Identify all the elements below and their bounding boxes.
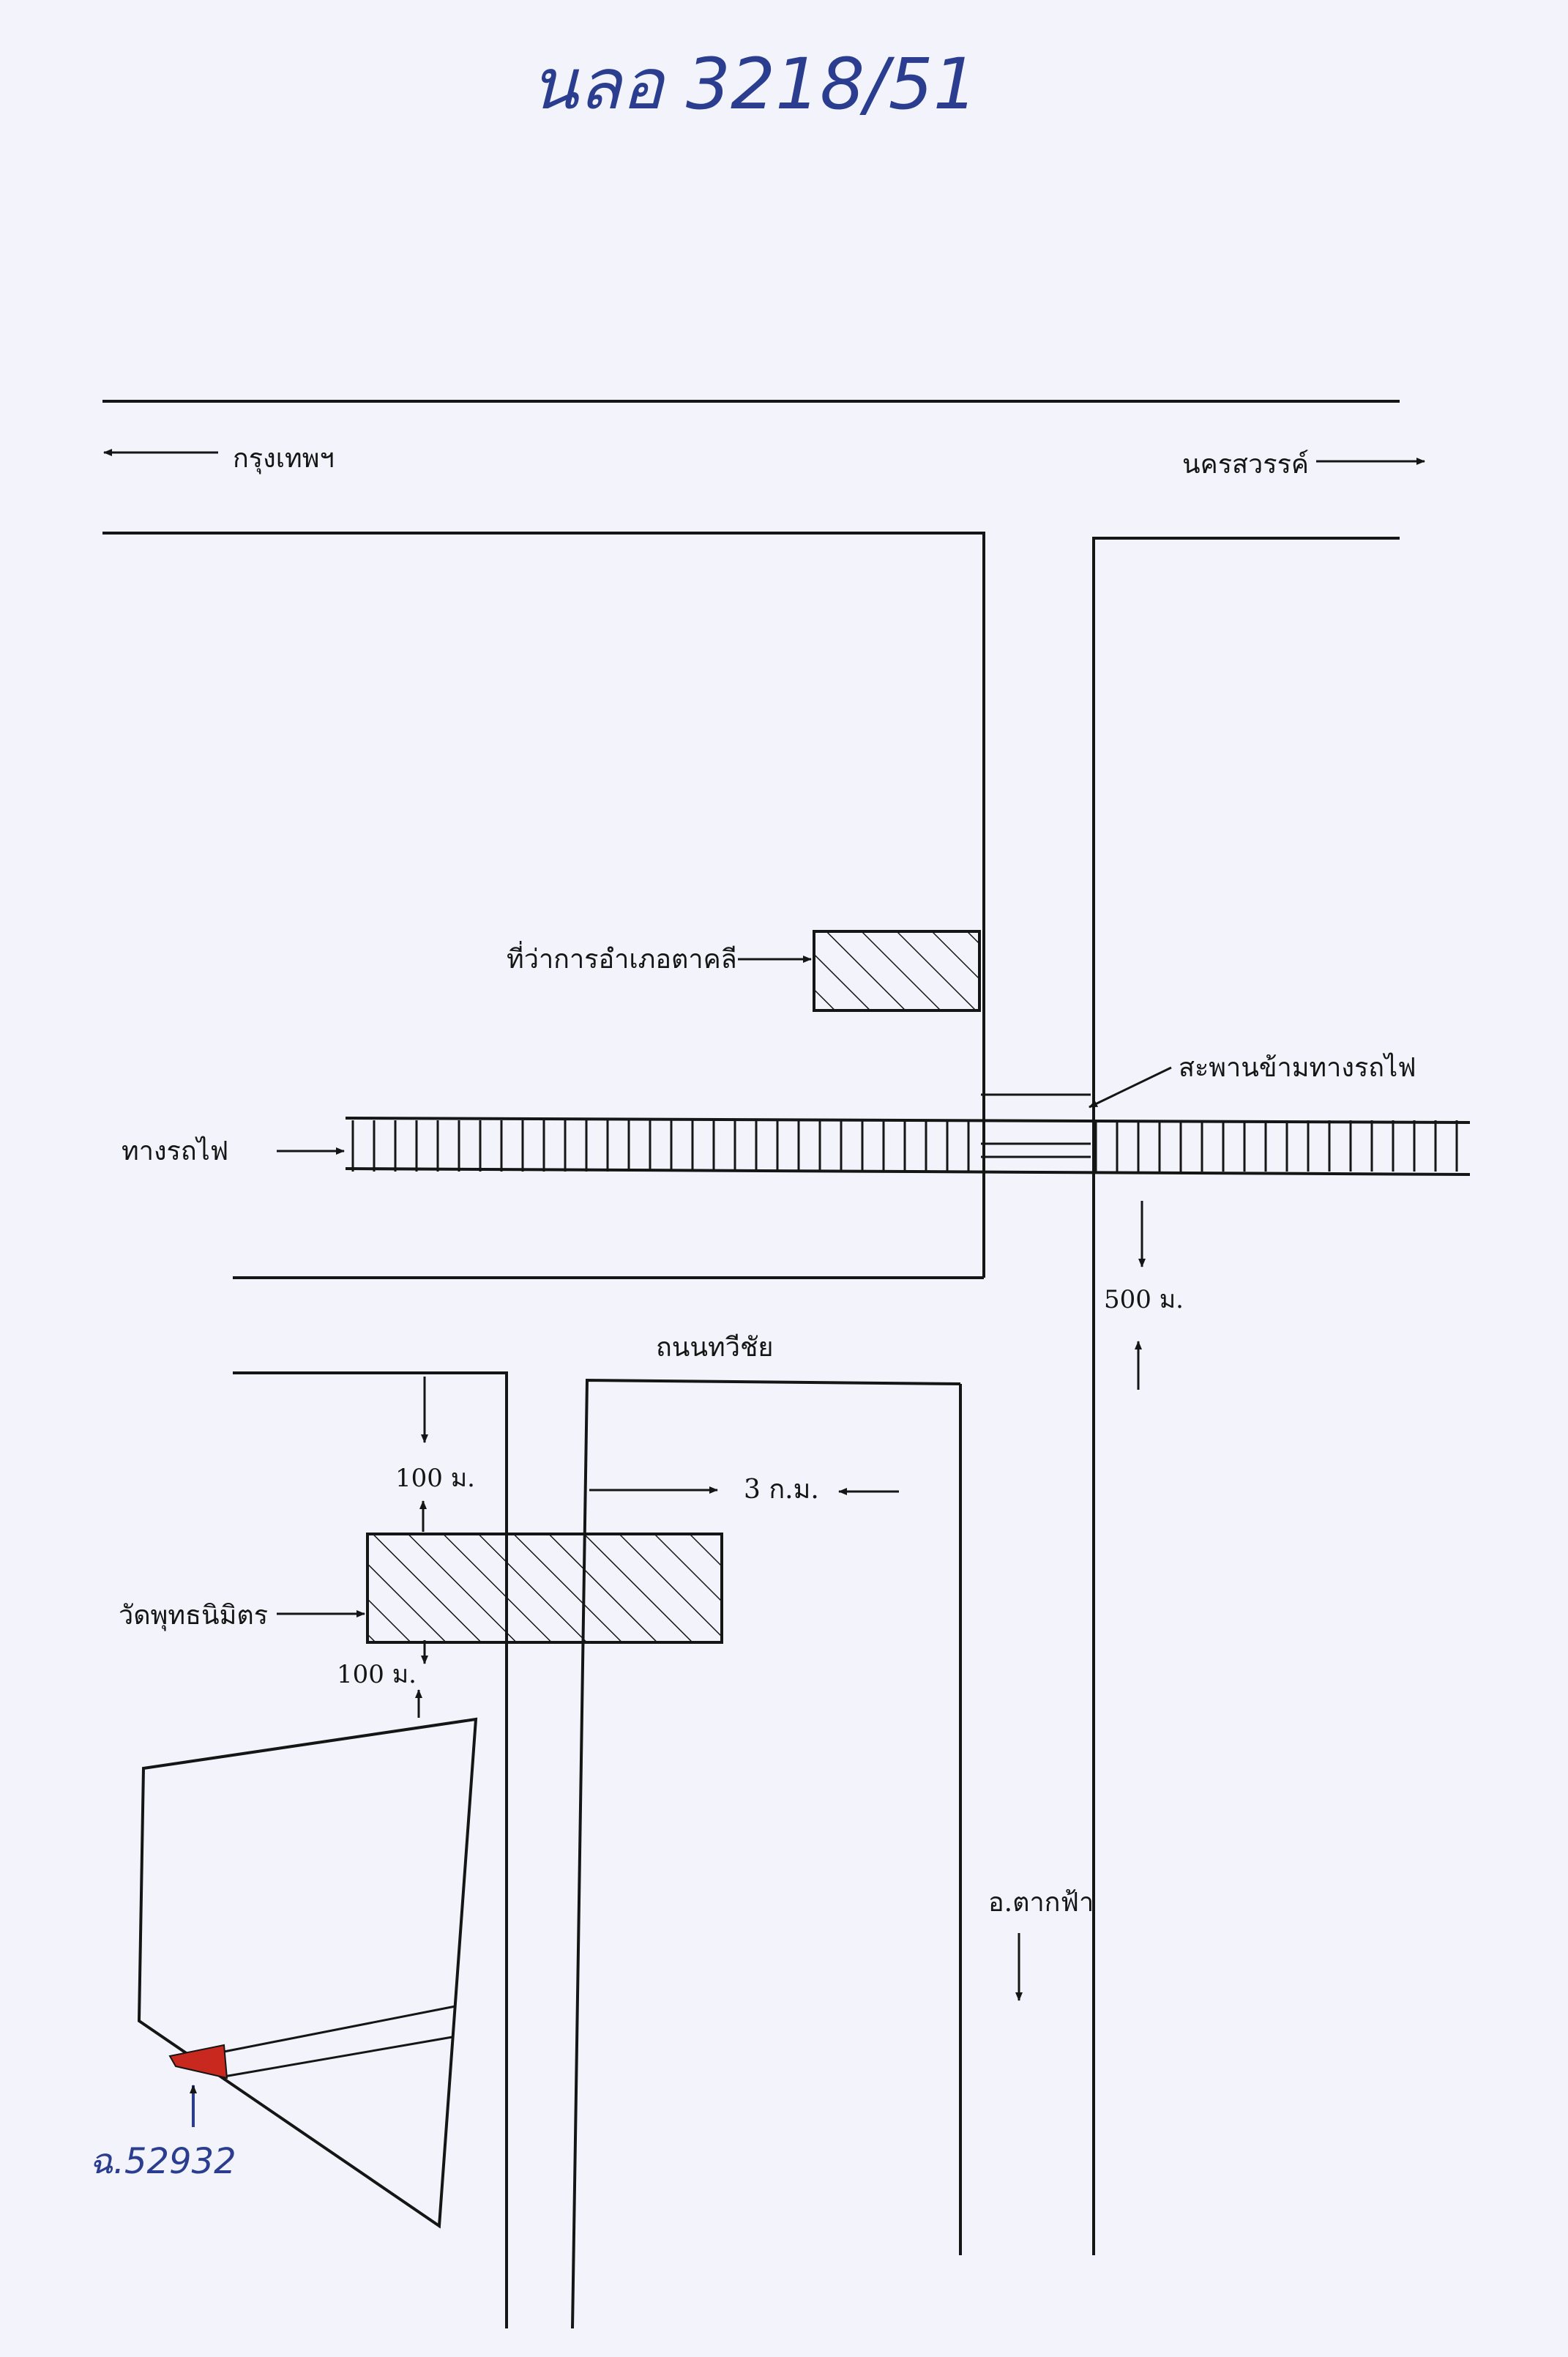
handwritten-ref: นลอ 3218/51 [530,43,977,125]
bangkok-label: กรุงเทพฯ [233,444,335,474]
railway-bridge-arrow [1089,1066,1172,1109]
railway [345,1117,1471,1176]
highway [102,400,1400,2255]
distance-3km-label: 3 ก.ม. [744,1475,819,1505]
parcel-ref-label: ฉ.52932 [89,2141,236,2182]
temple-label: วัดพุทธนิมิตร [119,1601,268,1631]
parcel-52932-highlight [168,2044,228,2079]
district-office-label: ที่ว่าการอำเภอตาคลี [507,941,737,975]
tak-fa-label: อ.ตากฟ้า [988,1888,1094,1918]
road-thawichai-label: ถนนทวีชัย [656,1333,774,1363]
nakhon-sawan-label: นครสวรรค์ [1182,450,1309,480]
thawichai-road-edges [571,1378,961,2329]
railway-ties [351,1120,1458,1172]
distance-100-bottom-label: 100 ม. [337,1660,417,1689]
highway-bottom-right-edge [1092,537,1400,2255]
temple-block [366,1533,723,1644]
side-road-left-edge [233,1371,508,2328]
distance-100-top-label: 100 ม. [395,1464,475,1493]
railway-label: ทางรถไฟ [122,1136,228,1166]
land-parcel-outline [137,1717,478,2229]
highway-bottom-left-edge [102,532,985,1278]
railway-bridge-label: สะพานข้ามทางรถไฟ [1179,1052,1416,1083]
railway-bottom-rail [345,1167,1471,1176]
parcel-access-line-1 [223,2005,456,2053]
parcel-access-line-2 [223,2036,453,2078]
side-road [233,1276,984,2329]
railway-top-rail [345,1117,1471,1124]
railway-bridge [981,1093,1091,1158]
district-office-block [813,930,981,1012]
distance-500-label: 500 ม. [1104,1285,1184,1314]
land-parcel: ฉ.52932 [89,1717,478,2229]
